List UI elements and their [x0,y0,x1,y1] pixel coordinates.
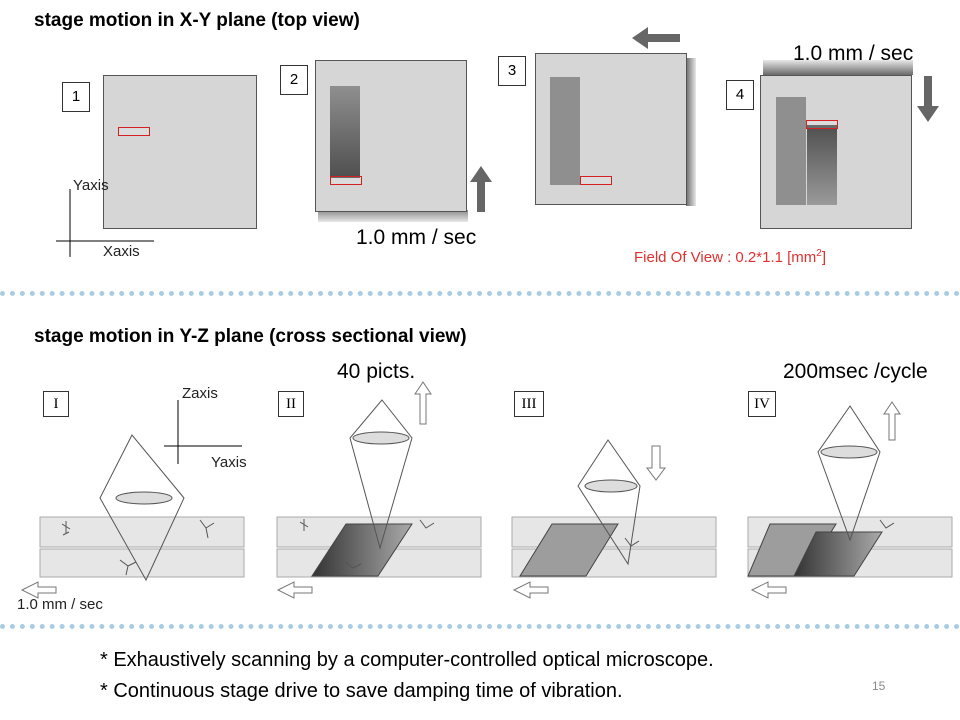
panel-III-label: III [514,391,544,417]
panel-4-shadow [763,60,913,75]
panel-2-number: 2 [280,65,308,95]
panel-I-label: I [43,391,69,417]
panel-2-shadow [318,210,468,222]
panel-4-number: 4 [726,80,754,110]
yz-zaxis-label: Zaxis [182,385,218,402]
yz-speed-label: 1.0 mm / sec [17,596,103,613]
xy-xaxis-label: Xaxis [103,243,140,260]
panel-IV-diagram [747,401,953,599]
field-of-view-text: Field Of View : 0.2*1.1 [mm [634,249,817,266]
field-of-view-label: Field Of View : 0.2*1.1 [mm2] [634,248,826,266]
panel-2-scan-strip [330,86,360,178]
field-of-view-superscript: 2 [816,248,822,259]
panel-IV-label: IV [748,391,776,417]
panel-3-fov-box [580,176,612,185]
yz-axes-icon [164,400,242,464]
panel-4-fov-box [806,120,838,129]
panel-II-diagram [276,381,482,599]
note-item-1: * Exhaustively scanning by a computer-co… [100,649,714,671]
yz-yaxis-label: Yaxis [211,454,247,471]
page-number: 15 [872,679,886,693]
xy-section-title: stage motion in X-Y plane (top view) [34,10,360,31]
xy-speed-label-top: 1.0 mm / sec [793,42,914,65]
notes-list: * Exhaustively scanning by a computer-co… [100,645,714,707]
up-arrow-icon [470,166,492,212]
yz-cycle-label: 200msec /cycle [783,360,928,383]
panel-3-scan-strip [550,77,580,185]
yz-picts-label: 40 picts. [337,360,416,383]
field-of-view-close: ] [821,249,827,266]
panel-3-shadow [686,58,696,206]
xy-speed-label-bottom: 1.0 mm / sec [356,226,477,249]
panel-II-label: II [278,391,304,417]
section-divider-top [0,291,960,296]
panel-1-fov-box [118,127,150,136]
section-divider-bottom [0,624,960,629]
panel-III-diagram [511,439,717,599]
yz-section-title: stage motion in Y-Z plane (cross section… [34,326,467,347]
left-arrow-icon [632,27,680,49]
panel-4-scan-strip-2 [807,125,837,205]
cross-section-diagram [20,381,953,599]
panel-I-diagram [20,434,245,599]
panel-1-stage [103,75,257,229]
xy-axes-icon [56,189,154,257]
panel-2-fov-box [330,176,362,185]
down-arrow-icon [917,76,939,122]
panel-3-number: 3 [498,56,526,86]
xy-yaxis-label: Yaxis [73,177,109,194]
note-item-2: * Continuous stage drive to save damping… [100,680,623,702]
panel-4-scan-strip-1 [776,97,806,205]
panel-1-number: 1 [62,82,90,112]
